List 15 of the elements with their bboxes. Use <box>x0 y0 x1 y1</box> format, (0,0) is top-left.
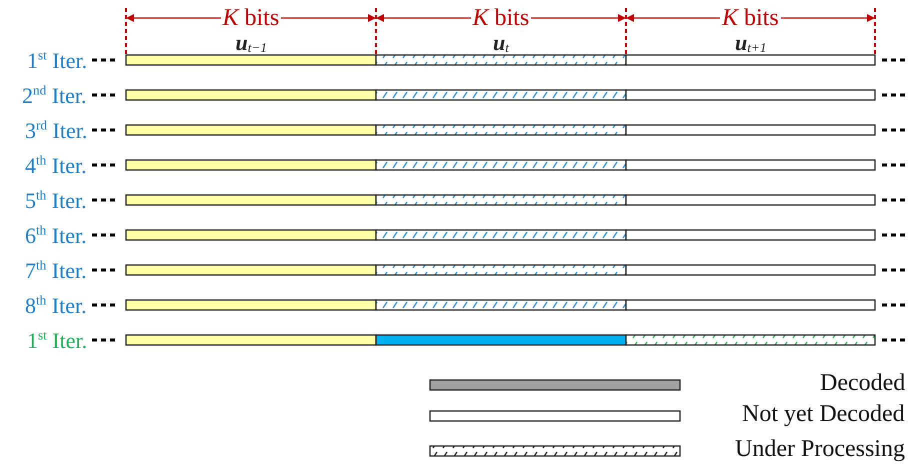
row-label: 7$^{th}$ Iter. <box>25 260 87 282</box>
row-label: 6$^{th}$ Iter. <box>25 225 87 247</box>
row-label: 8$^{th}$ Iter. <box>25 295 87 317</box>
block-label: u$_{t+1}$ <box>735 32 766 54</box>
legend-label: Not yet Decoded <box>742 402 905 426</box>
legend-label: Decoded <box>820 371 906 395</box>
block-label: u$_{t}$ <box>493 32 509 54</box>
row-label: 4$^{th}$ Iter. <box>25 155 87 177</box>
block-label: u$_{t−1}$ <box>236 32 267 54</box>
legend-label: Under Processing <box>735 437 905 461</box>
row-label: 3$^{rd}$ Iter. <box>25 120 88 142</box>
row-label: 1$^{st}$ Iter. <box>27 330 88 352</box>
row-label: 5$^{th}$ Iter. <box>25 190 87 212</box>
row-label: 2$^{nd}$ Iter. <box>22 85 87 107</box>
row-label: 1$^{st}$ Iter. <box>27 50 88 72</box>
